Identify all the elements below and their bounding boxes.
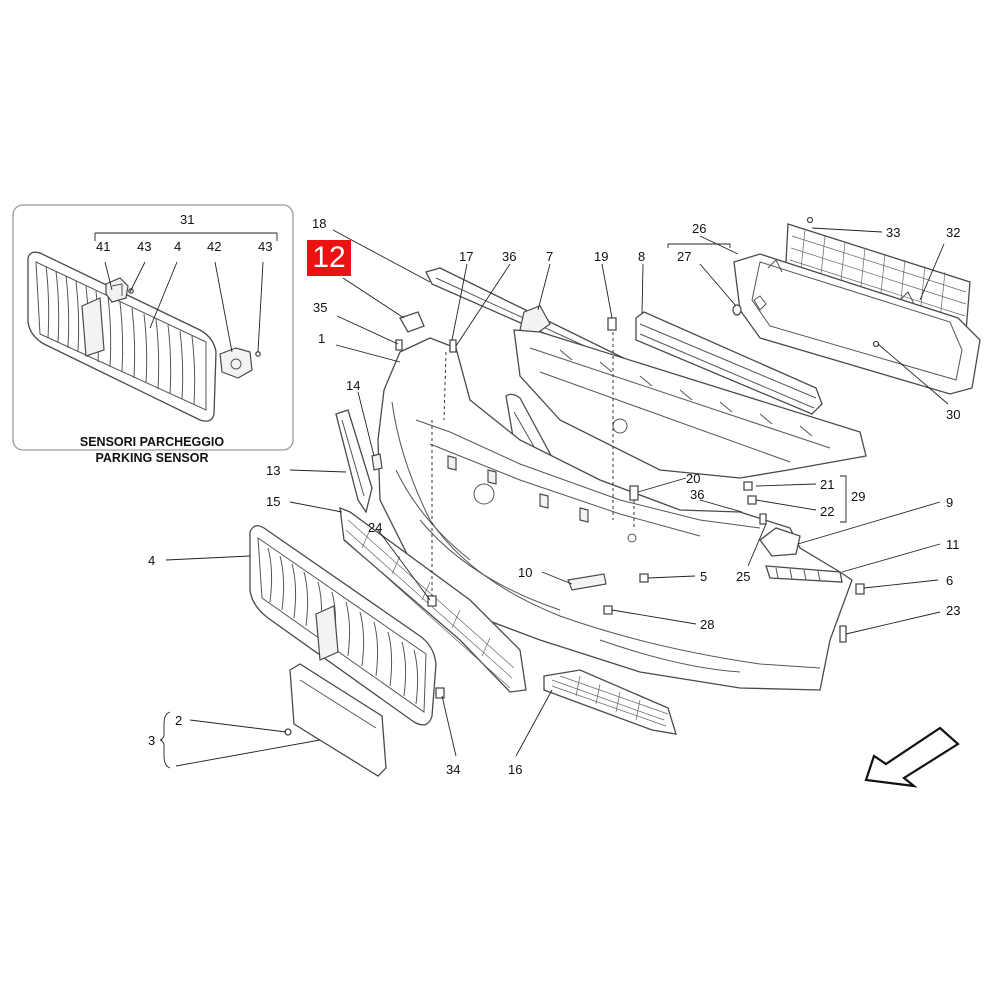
callout-33: 33 bbox=[886, 225, 900, 240]
callout-27: 27 bbox=[677, 249, 691, 264]
inset-label-43b: 43 bbox=[258, 239, 272, 254]
callout-10: 10 bbox=[518, 565, 532, 580]
reflector-10 bbox=[567, 573, 607, 591]
parking-sensor-inset: 31 41 43 4 42 43 SENSORI PARCHEGGIO PARK… bbox=[12, 204, 294, 465]
callout-5: 5 bbox=[700, 569, 707, 584]
clip-43b bbox=[255, 351, 261, 357]
callout-35: 35 bbox=[313, 300, 327, 315]
clips-14 bbox=[371, 453, 383, 471]
callout-8: 8 bbox=[638, 249, 645, 264]
callout-14: 14 bbox=[346, 378, 360, 393]
inset-label-42: 42 bbox=[207, 239, 221, 254]
front-grille-4 bbox=[249, 525, 437, 726]
plate-holder-3 bbox=[284, 663, 387, 777]
callout-9: 9 bbox=[946, 495, 953, 510]
callout-24: 24 bbox=[368, 520, 382, 535]
fasteners bbox=[395, 311, 880, 699]
bumper-cover-1 bbox=[377, 337, 853, 691]
inset-bracket-31 bbox=[94, 232, 278, 241]
sensor-part-41 bbox=[105, 277, 129, 303]
callout-1: 1 bbox=[318, 331, 325, 346]
callout-28: 28 bbox=[700, 617, 714, 632]
lower-center-grille-16 bbox=[543, 669, 677, 735]
callout-2: 2 bbox=[175, 713, 182, 728]
direction-arrow-icon bbox=[864, 726, 960, 788]
callout-21: 21 bbox=[820, 477, 834, 492]
alignment-dash-36 bbox=[443, 351, 447, 421]
absorber-beam-8 bbox=[635, 311, 823, 415]
inset-title-it: SENSORI PARCHEGGIO bbox=[80, 435, 225, 449]
callout-22: 22 bbox=[820, 504, 834, 519]
callout-13: 13 bbox=[266, 463, 280, 478]
grille-clip-27 bbox=[732, 304, 742, 316]
inset-label-43a: 43 bbox=[137, 239, 151, 254]
sensor-part-42 bbox=[219, 347, 253, 379]
callout-19: 19 bbox=[594, 249, 608, 264]
callout-26: 26 bbox=[692, 221, 706, 236]
inset-title-en: PARKING SENSOR bbox=[96, 451, 209, 465]
side-bracket-9 bbox=[759, 527, 801, 557]
callout-4: 4 bbox=[148, 553, 155, 568]
inset-label-41: 41 bbox=[96, 239, 110, 254]
inset-label-31: 31 bbox=[180, 212, 194, 227]
callout-11: 11 bbox=[946, 537, 960, 552]
side-strip-13 bbox=[335, 409, 373, 514]
callout-23: 23 bbox=[946, 603, 960, 618]
callout-30: 30 bbox=[946, 407, 960, 422]
callout-32: 32 bbox=[946, 225, 960, 240]
callout-3: 3 bbox=[148, 733, 155, 748]
callout-18: 18 bbox=[312, 216, 326, 231]
callout-17: 17 bbox=[459, 249, 473, 264]
page-number-badge: 12 bbox=[307, 240, 351, 276]
callout-15: 15 bbox=[266, 494, 280, 509]
lower-grille-frame-26 bbox=[732, 253, 981, 395]
leader-lines bbox=[159, 227, 949, 769]
callout-20: 20 bbox=[686, 471, 700, 486]
side-trim-11 bbox=[765, 565, 843, 583]
callout-34: 34 bbox=[446, 762, 460, 777]
callout-36-top: 36 bbox=[502, 249, 516, 264]
bumper-reinforcement-7 bbox=[513, 305, 867, 479]
callout-25: 25 bbox=[736, 569, 750, 584]
callout-6: 6 bbox=[946, 573, 953, 588]
inset-grille bbox=[27, 251, 217, 422]
callout-36-mid: 36 bbox=[690, 487, 704, 502]
inset-label-4: 4 bbox=[174, 239, 181, 254]
callout-7: 7 bbox=[546, 249, 553, 264]
callout-labels: 18 35 1 17 36 7 19 8 26 27 33 32 30 9 11… bbox=[148, 216, 960, 777]
callout-16: 16 bbox=[508, 762, 522, 777]
callout-29: 29 bbox=[851, 489, 865, 504]
